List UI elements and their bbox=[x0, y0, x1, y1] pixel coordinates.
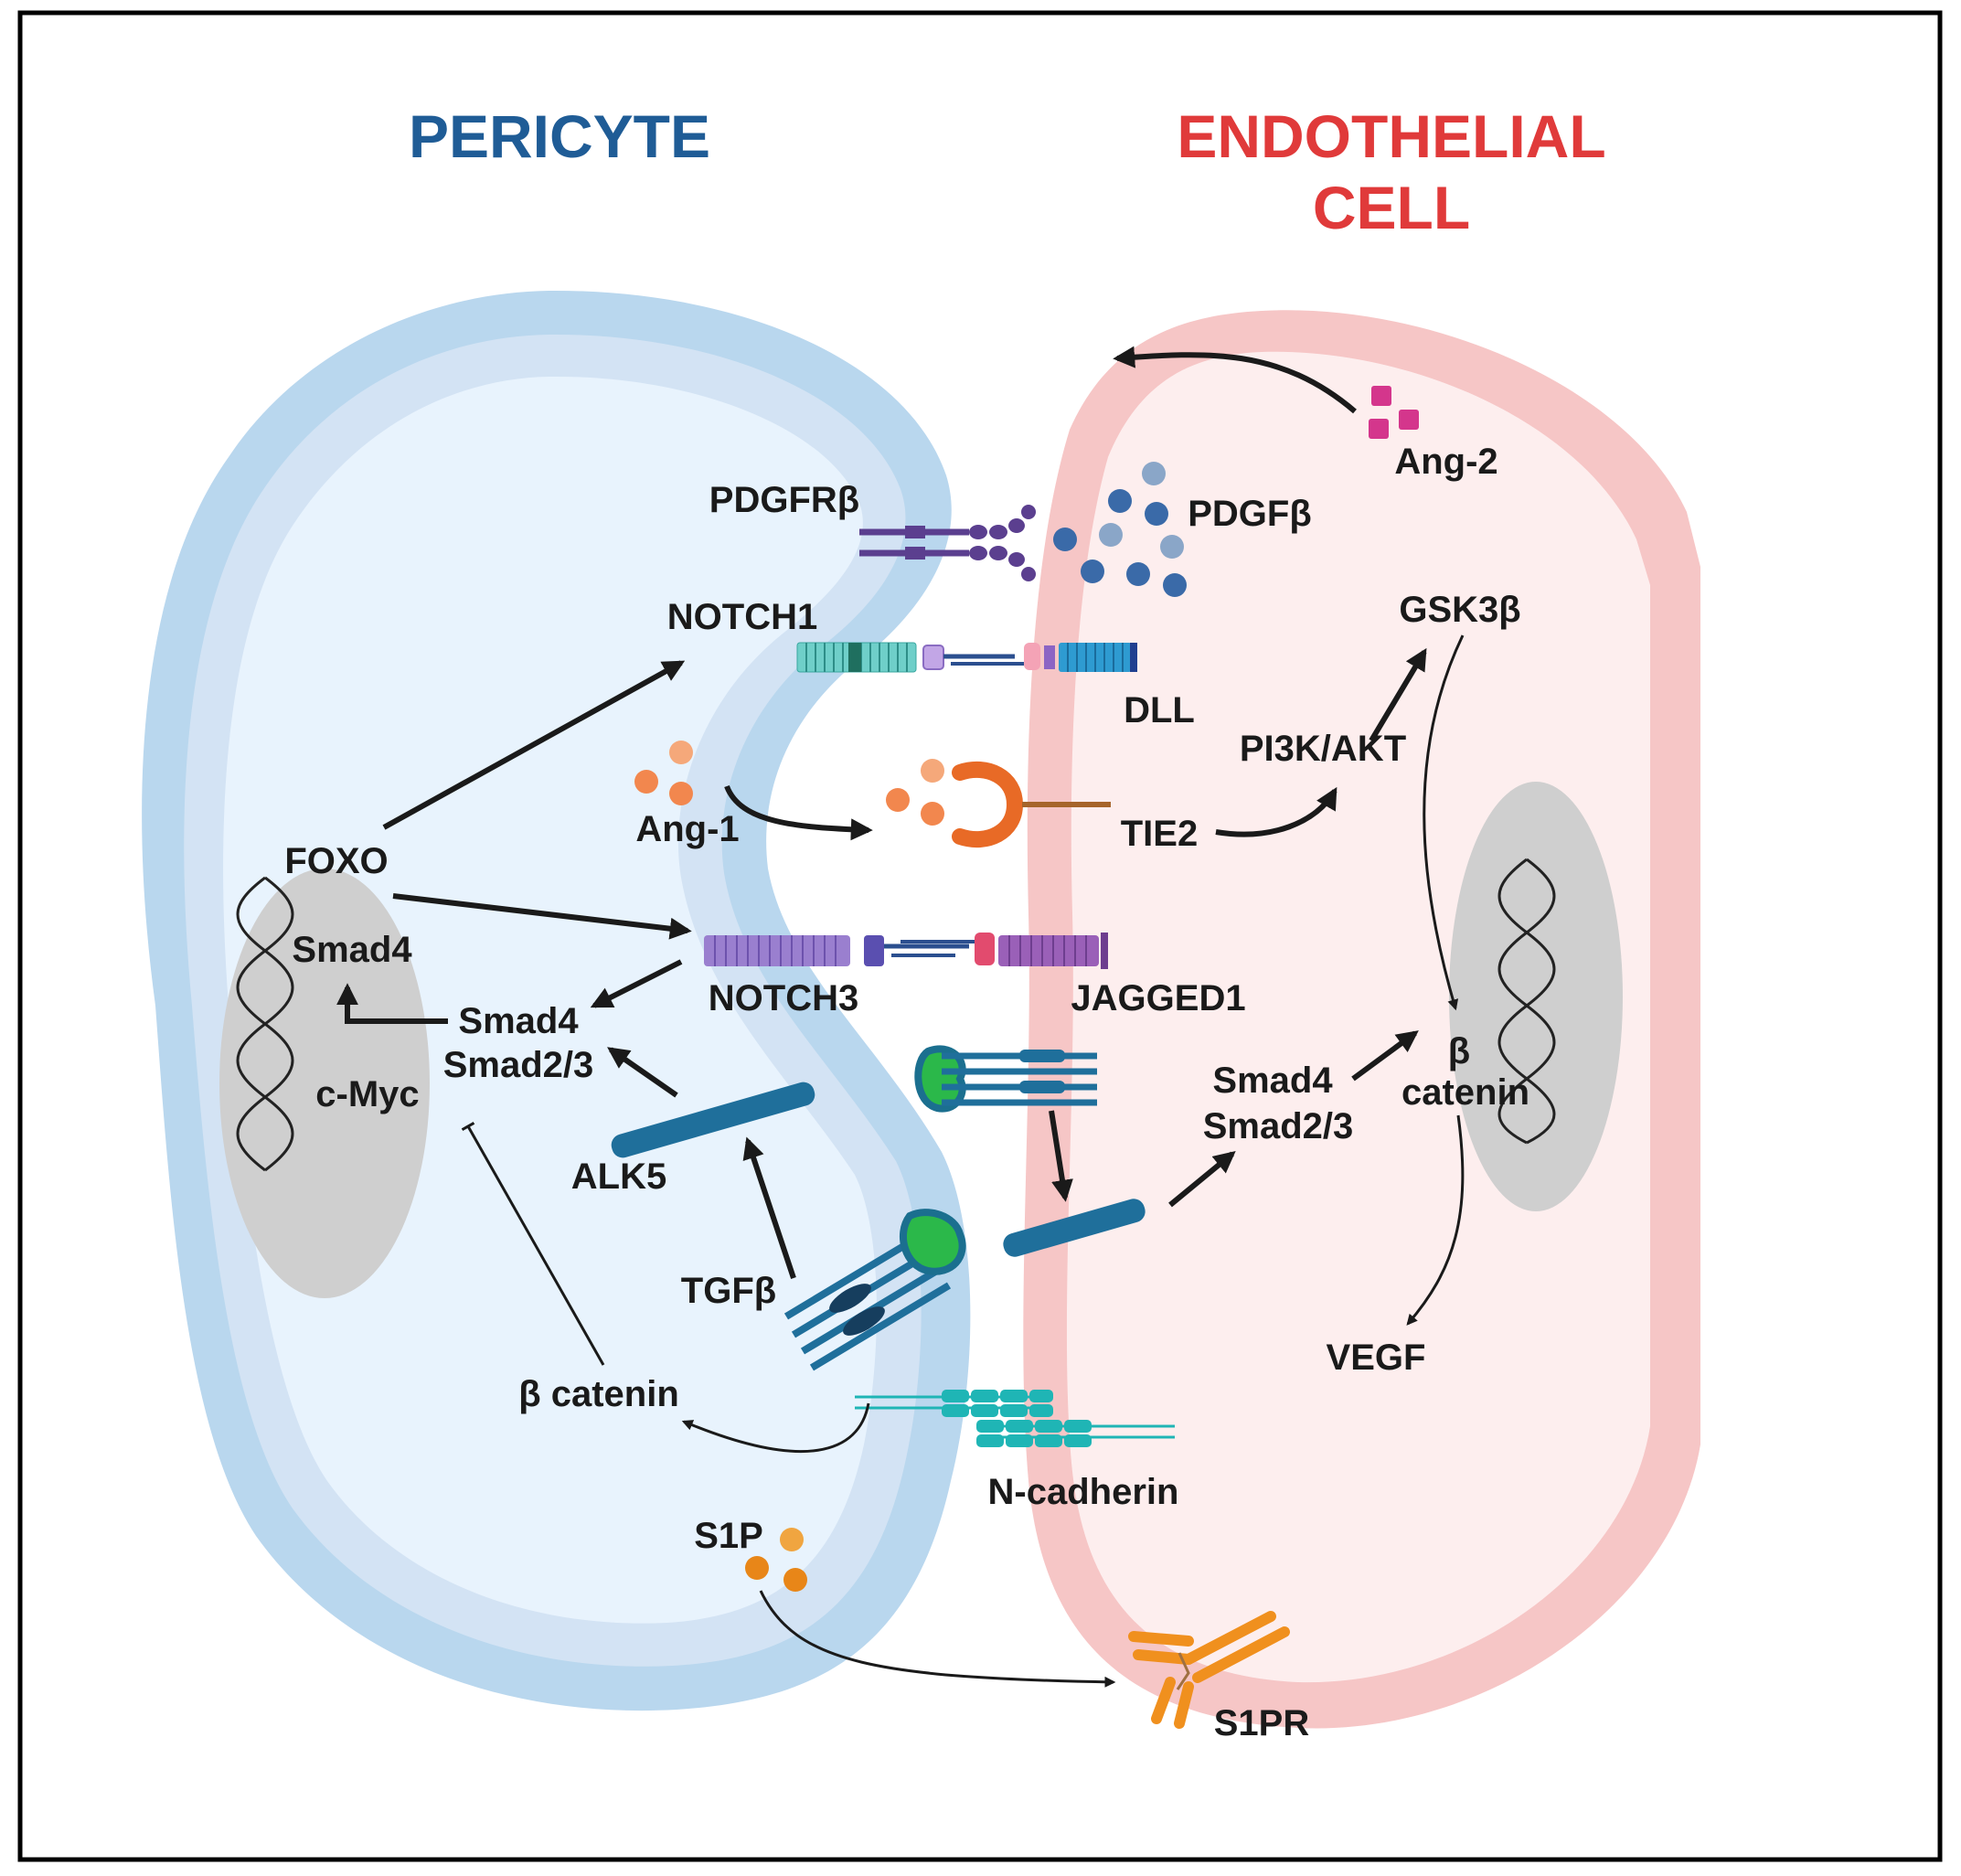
notch1-dll-complex-icon bbox=[796, 642, 1137, 673]
arrow-receptor-to-smad-endo bbox=[1168, 1150, 1236, 1208]
label-ang2: Ang-2 bbox=[1394, 442, 1497, 482]
arrow-bcatenin-to-vegf bbox=[1406, 1114, 1465, 1326]
arrow-alk5-to-smad bbox=[607, 1047, 678, 1098]
label-dll: DLL bbox=[1124, 690, 1195, 730]
label-notch3: NOTCH3 bbox=[709, 978, 858, 1018]
arrow-ang2-to-pericyte bbox=[1113, 346, 1357, 414]
pericyte-cell bbox=[142, 290, 971, 1711]
arrow-notch3-to-smad bbox=[590, 959, 683, 1008]
endothelial-title-line1: ENDOTHELIAL bbox=[1177, 102, 1605, 170]
endothelial-dna-icon bbox=[1497, 858, 1556, 1145]
label-tie2: TIE2 bbox=[1121, 814, 1198, 854]
label-bcatenin-pericyte: β catenin bbox=[518, 1374, 679, 1414]
arrow-s1p-to-s1pr bbox=[759, 1590, 1116, 1688]
arrow-ang1-to-tie2 bbox=[724, 784, 873, 841]
label-bcatenin-endothelial-1: β bbox=[1448, 1031, 1470, 1071]
pericyte-nucleus bbox=[219, 869, 430, 1298]
label-foxo: FOXO bbox=[284, 841, 388, 881]
label-notch1: NOTCH1 bbox=[667, 597, 817, 637]
arrow-foxo-to-notch3 bbox=[392, 893, 692, 940]
ang2-ligand-icon bbox=[1369, 386, 1419, 439]
pericyte-title: PERICYTE bbox=[409, 102, 710, 170]
arrow-tgfb-to-alk5 bbox=[742, 1136, 796, 1279]
label-vegf: VEGF bbox=[1327, 1338, 1426, 1378]
label-ang1: Ang-1 bbox=[635, 809, 739, 849]
label-smad4-nucleus: Smad4 bbox=[292, 930, 412, 970]
pdgfrb-receptor-icon bbox=[859, 505, 1036, 581]
label-s1pr: S1PR bbox=[1214, 1703, 1310, 1743]
notch3-jagged1-complex-icon bbox=[704, 933, 1108, 969]
label-n-cadherin: N-cadherin bbox=[988, 1472, 1179, 1512]
label-smad23-pericyte: Smad2/3 bbox=[443, 1045, 594, 1085]
label-s1p: S1P bbox=[694, 1516, 763, 1556]
tie2-receptor-icon bbox=[886, 759, 1111, 848]
arrow-smad-to-nucleus-smad4 bbox=[336, 983, 448, 1024]
s1pr-hinge-icon bbox=[1176, 1652, 1190, 1690]
label-pi3k-akt: PI3K/AKT bbox=[1240, 729, 1406, 769]
s1p-ligand-icon bbox=[745, 1528, 807, 1592]
label-jagged1: JAGGED1 bbox=[1071, 978, 1245, 1018]
signaling-arrows bbox=[336, 346, 1465, 1688]
arrow-tgfb-endo-to-receptor bbox=[1049, 1110, 1073, 1202]
label-pdgfrb: PDGFRβ bbox=[709, 480, 859, 520]
arrow-pi3k-to-gsk3b bbox=[1369, 647, 1427, 742]
label-gsk3b: GSK3β bbox=[1399, 590, 1520, 630]
tgfb-receptor-endothelial-icon bbox=[914, 1045, 1097, 1113]
tgfb-receptor-pericyte-icon bbox=[783, 1209, 966, 1371]
arrow-foxo-to-notch1 bbox=[382, 660, 686, 830]
label-cmyc: c-Myc bbox=[315, 1074, 419, 1114]
inhibit-bcatenin-to-smad bbox=[461, 1121, 605, 1366]
label-smad4-pericyte: Smad4 bbox=[458, 1001, 579, 1041]
endothelial-receptor-bar-icon bbox=[1003, 1199, 1146, 1257]
s1pr-receptor-icon bbox=[1128, 1611, 1290, 1729]
label-smad23-endothelial: Smad2/3 bbox=[1203, 1106, 1354, 1146]
pericyte-dna-icon bbox=[236, 876, 294, 1172]
endothelial-cell bbox=[1023, 310, 1700, 1729]
arrow-smad-endo-to-bcatenin bbox=[1351, 1030, 1419, 1082]
arrow-gsk3b-to-bcatenin bbox=[1423, 634, 1465, 1011]
label-smad4-endothelial: Smad4 bbox=[1212, 1061, 1333, 1101]
label-tgfb: TGFβ bbox=[681, 1271, 776, 1311]
ang1-ligand-icon bbox=[634, 741, 693, 805]
alk5-receptor-icon bbox=[611, 1082, 815, 1158]
n-cadherin-icon bbox=[855, 1390, 1175, 1447]
pdgfb-ligand-icon bbox=[1053, 462, 1187, 597]
label-pdgfb: PDGFβ bbox=[1188, 494, 1312, 534]
endothelial-title-line2: CELL bbox=[1313, 174, 1470, 241]
arrow-tie2-to-pi3k bbox=[1215, 786, 1338, 837]
label-alk5: ALK5 bbox=[571, 1157, 666, 1197]
label-bcatenin-endothelial-2: catenin bbox=[1401, 1072, 1529, 1113]
arrow-ncadherin-to-bcatenin bbox=[681, 1402, 870, 1454]
